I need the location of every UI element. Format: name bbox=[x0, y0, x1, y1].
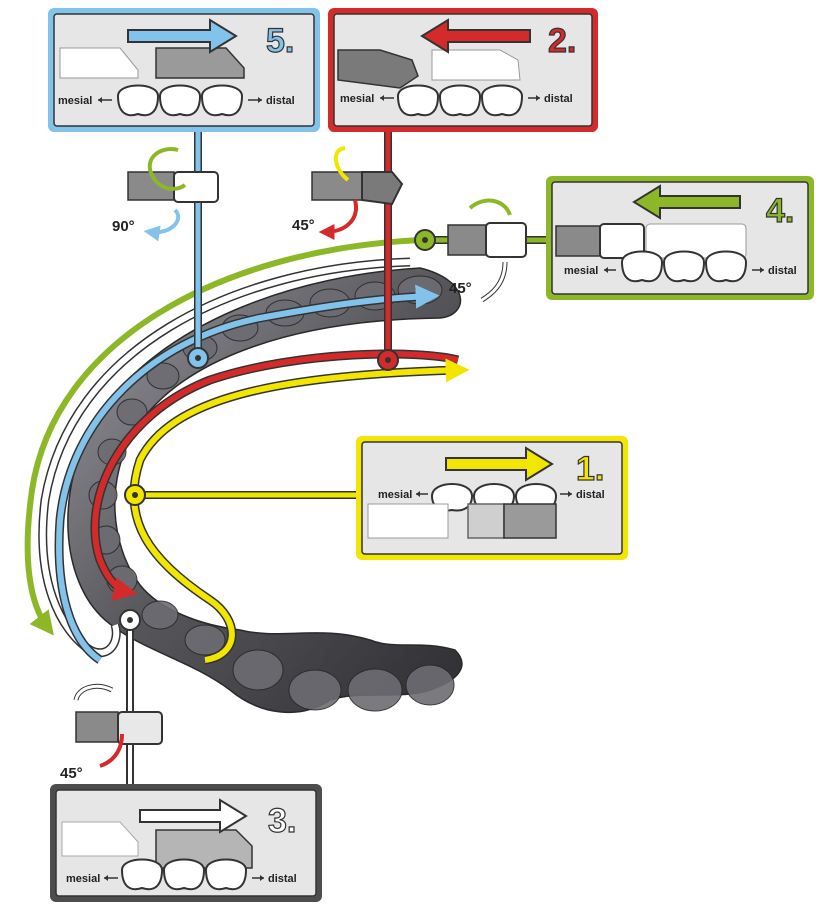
step-2-panel: mesial distal 2. bbox=[328, 8, 598, 132]
step-5-panel: mesial distal 5. bbox=[48, 8, 320, 132]
rotation-step-5: 90° bbox=[112, 149, 218, 235]
rotate-arrow-icon bbox=[150, 210, 178, 232]
distal-label: distal bbox=[266, 95, 295, 107]
scanner-tip-icon bbox=[448, 225, 486, 255]
step-number: 3. bbox=[268, 802, 296, 840]
rotate-arrow-icon bbox=[325, 200, 356, 232]
step-4-panel: mesial distal 4. bbox=[546, 176, 814, 300]
distal-label: distal bbox=[544, 93, 573, 105]
step-number: 2. bbox=[548, 22, 576, 60]
rotate-arrow-icon bbox=[470, 201, 510, 215]
distal-label: distal bbox=[268, 873, 297, 885]
mesial-label: mesial bbox=[66, 873, 100, 885]
mesial-label: mesial bbox=[378, 489, 412, 501]
rotation-angle-label: 45° bbox=[449, 280, 472, 297]
step-number: 1. bbox=[576, 450, 604, 488]
distal-label: distal bbox=[768, 265, 797, 277]
tooth-row-icon bbox=[122, 860, 246, 890]
tooth-row-icon bbox=[118, 86, 242, 116]
rotation-angle-label: 45° bbox=[60, 765, 83, 782]
scanner-tip-icon bbox=[556, 226, 600, 256]
rotation-step-4: 45° bbox=[448, 201, 526, 300]
step-number: 5. bbox=[266, 22, 294, 60]
rotation-step-3: 45° bbox=[60, 686, 162, 782]
rotation-angle-label: 45° bbox=[292, 217, 315, 234]
scanner-tip-icon bbox=[312, 172, 362, 200]
step-number: 4. bbox=[766, 192, 794, 230]
distal-label: distal bbox=[576, 489, 605, 501]
step-1-panel: mesial distal 1. bbox=[356, 436, 628, 560]
scanner-tip-icon bbox=[156, 48, 244, 78]
tooth-row-icon bbox=[622, 252, 746, 282]
tooth-row-icon bbox=[398, 86, 522, 116]
scanner-tip-icon bbox=[468, 504, 504, 538]
scanner-tip-icon bbox=[76, 712, 118, 742]
step-3-panel: mesial distal 3. bbox=[50, 784, 322, 902]
mesial-label: mesial bbox=[340, 93, 374, 105]
mesial-label: mesial bbox=[58, 95, 92, 107]
rotation-angle-label: 90° bbox=[112, 218, 135, 235]
mesial-label: mesial bbox=[564, 265, 598, 277]
